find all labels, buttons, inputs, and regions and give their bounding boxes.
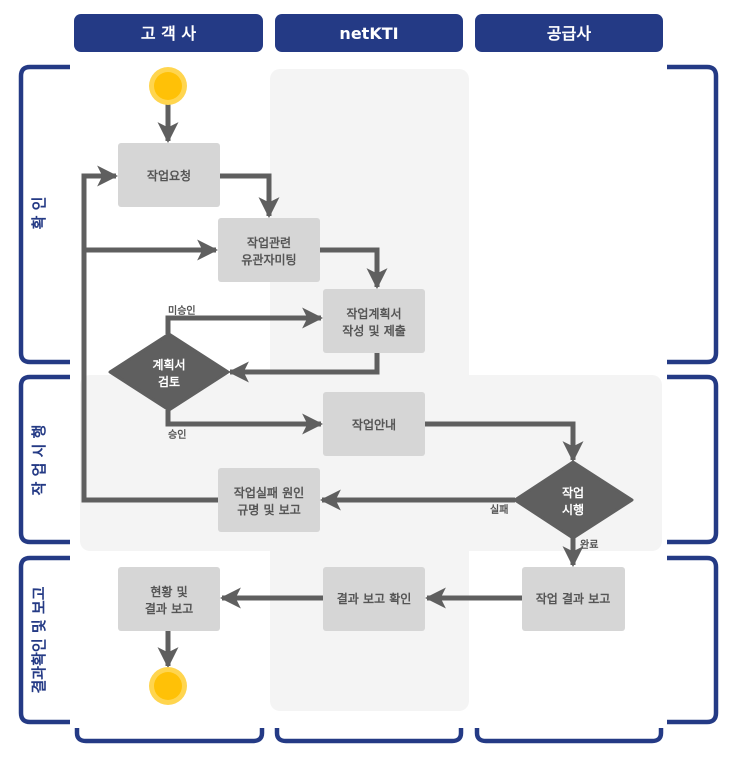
node-label: 작업계획서 <box>346 306 401 321</box>
node-failure: 작업실패 원인 규명 및 보고 <box>218 468 320 532</box>
node-label: 검토 <box>158 374 180 389</box>
start-circle-icon <box>149 67 187 105</box>
node-label: 현황 및 <box>150 584 187 599</box>
node-result: 작업 결과 보고 <box>522 567 625 631</box>
node-label: 작업안내 <box>352 417 396 432</box>
lane-header-netkti: netKTI <box>275 14 463 52</box>
edge-failure-to-request <box>81 165 218 503</box>
node-label: 규명 및 보고 <box>237 502 301 517</box>
edge-notice-to-execute <box>425 421 584 463</box>
edge-review-rejected-to-plan <box>165 307 324 334</box>
lane-header-customer: 고 객 사 <box>74 14 263 52</box>
lane-header-label: 고 객 사 <box>141 24 197 43</box>
phase-bracket-left-execute <box>18 374 70 545</box>
phase-label-report: 결과확인 및 보고 <box>30 586 48 693</box>
node-label: 작업실패 원인 <box>234 485 304 500</box>
edge-label-failed: 실패 <box>490 503 508 516</box>
node-label: 결과 보고 확인 <box>337 591 412 606</box>
node-label: 작업 결과 보고 <box>536 591 611 606</box>
edge-label-approved: 승인 <box>168 428 186 441</box>
lane-bracket-bottom-netkti <box>274 728 464 744</box>
node-status: 현황 및 결과 보고 <box>118 567 220 631</box>
node-confirm: 결과 보고 확인 <box>323 567 425 631</box>
phase-bracket-left-report <box>18 555 70 725</box>
node-label: 작성 및 제출 <box>342 323 406 338</box>
edge-review-approved-to-notice <box>165 410 324 435</box>
node-label: 유관자미팅 <box>241 252 296 267</box>
node-label: 시행 <box>562 502 584 517</box>
node-notice: 작업안내 <box>323 392 425 456</box>
node-meeting: 작업관련 유관자미팅 <box>218 218 320 282</box>
lane-bracket-bottom-customer <box>74 728 265 744</box>
phase-bracket-right-execute <box>667 374 719 545</box>
lane-header-label: netKTI <box>339 24 398 43</box>
edge-label-completed: 완료 <box>580 538 598 551</box>
edge-label-rejected: 미승인 <box>168 304 196 317</box>
node-request: 작업요청 <box>118 143 220 207</box>
phase-bracket-right-confirm <box>667 64 719 365</box>
edge-request-to-meeting <box>220 173 280 219</box>
node-label: 결과 보고 <box>145 601 193 616</box>
phase-bracket-left-confirm <box>18 64 70 365</box>
node-plan: 작업계획서 작성 및 제출 <box>323 289 425 353</box>
phase-bracket-right-report <box>667 555 719 725</box>
node-label: 작업요청 <box>147 168 191 183</box>
node-label: 작업 <box>562 485 584 500</box>
phase-label-execute: 작 업 시 행 <box>30 425 48 496</box>
lane-bracket-bottom-supplier <box>474 728 664 744</box>
end-circle-icon <box>149 667 187 705</box>
node-label: 계획서 <box>152 357 185 372</box>
node-execute-decision: 작업 시행 <box>513 460 634 540</box>
lane-header-label: 공급사 <box>547 24 591 43</box>
node-review-decision: 계획서 검토 <box>108 332 230 412</box>
phase-label-confirm: 확 인 <box>30 197 48 230</box>
edge-meeting-to-plan <box>320 247 388 290</box>
node-label: 작업관련 <box>247 235 291 250</box>
edge-plan-to-review <box>227 352 380 383</box>
lane-header-supplier: 공급사 <box>475 14 663 52</box>
